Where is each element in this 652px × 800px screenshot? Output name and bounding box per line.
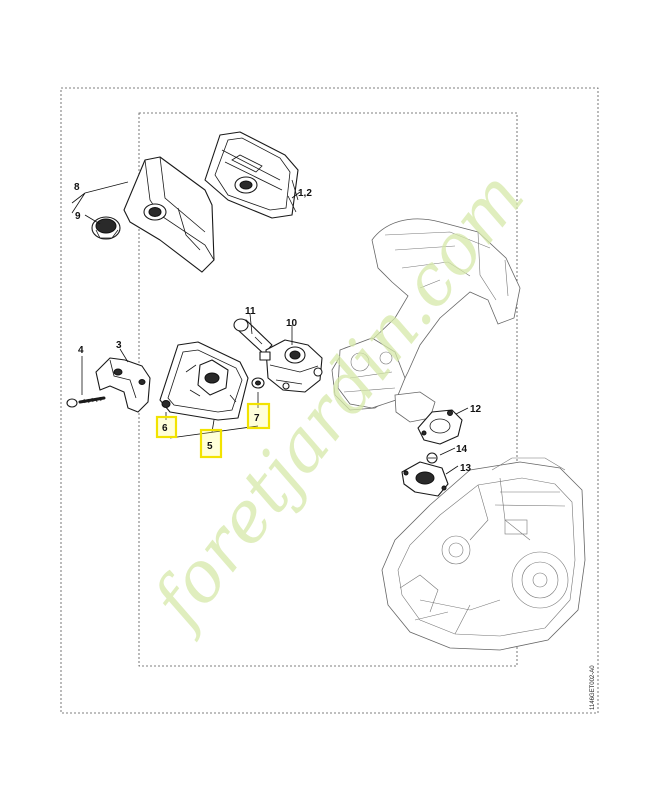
part-1-2-air-filter: [204, 131, 299, 219]
engine-upper-ghost: [331, 218, 521, 423]
engine-lower-ghost: [381, 457, 586, 651]
part-11-fitting: [233, 318, 273, 355]
label-4: 4: [78, 345, 84, 356]
part-14-screw: [426, 452, 438, 464]
highlight-box-7: [246, 402, 271, 430]
label-7: 7: [254, 413, 260, 424]
label-5: 5: [207, 441, 213, 452]
part-13-flange: [401, 461, 449, 497]
outer-dashed-frame: [60, 87, 599, 714]
part-5-carrier: [159, 341, 249, 421]
part-8-shroud: [123, 156, 215, 273]
drawing-code: 1146GET002-A0: [590, 665, 596, 710]
label-13: 13: [460, 463, 472, 474]
part-12-manifold: [417, 409, 463, 445]
leader-lines: [71, 181, 469, 475]
part-9-cap: [91, 216, 121, 240]
label-9: 9: [75, 211, 81, 222]
part-6-nut: [161, 400, 171, 408]
label-6: 6: [162, 423, 168, 434]
label-10: 10: [286, 318, 298, 329]
label-12: 12: [470, 404, 482, 415]
label-1-2: 1,2: [298, 188, 312, 199]
part-4-screw: [66, 396, 106, 408]
part-labels: 1,2 8 9 11 10 3 4 6 5 7 12 14 13: [74, 182, 482, 474]
part-10-carburetor: [259, 339, 323, 393]
label-3: 3: [116, 340, 122, 351]
label-8: 8: [74, 182, 80, 193]
highlight-box-6: [155, 415, 178, 439]
label-14: 14: [456, 444, 468, 455]
label-11: 11: [245, 306, 256, 317]
part-3-bracket: [95, 357, 151, 413]
highlight-box-5: [199, 428, 223, 459]
part-7-grommet: [251, 377, 265, 389]
